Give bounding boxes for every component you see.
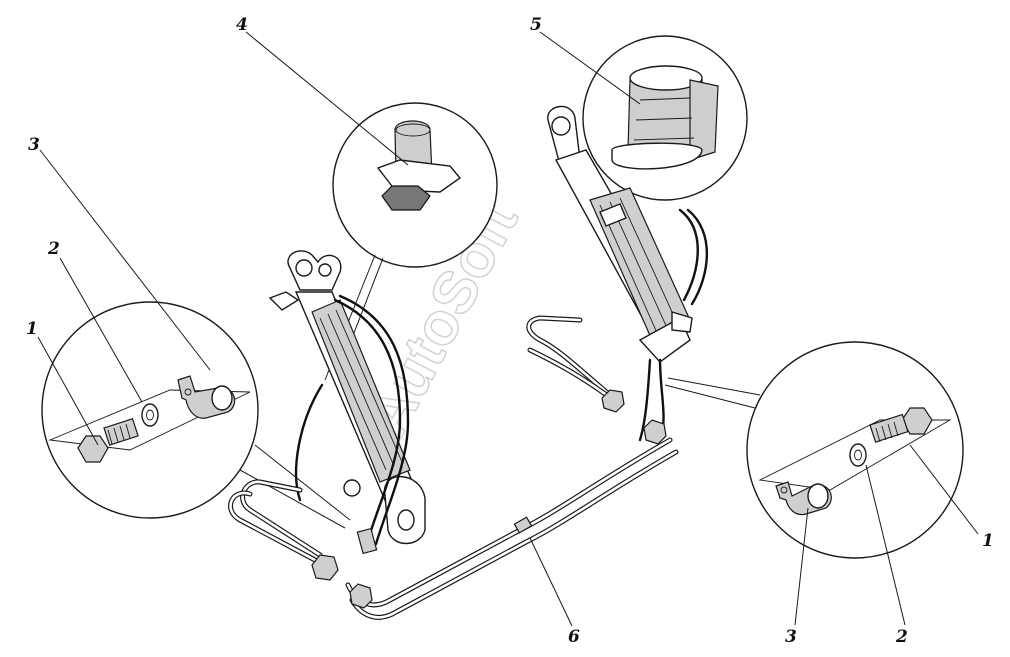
right-hydraulic-cylinder (547, 105, 693, 363)
fitting-inset-4 (332, 102, 498, 268)
left-hydraulic-cylinder (268, 250, 426, 545)
clamp-left (177, 375, 236, 419)
clamp-right (775, 481, 832, 516)
washer-left (141, 403, 159, 427)
hydraulic-lines (228, 208, 708, 620)
right-detail-inset (746, 341, 964, 559)
callout-left-washer: 2 (47, 239, 60, 259)
bolt-left (77, 417, 139, 463)
left-detail-inset (41, 301, 259, 519)
callout-left-clamp: 3 (28, 135, 40, 155)
callout-pipe-6: 6 (568, 627, 580, 647)
callout-right-washer: 2 (895, 627, 908, 647)
callout-left-bolt: 1 (26, 319, 38, 339)
callout-right-bolt: 1 (982, 531, 994, 551)
callout-labels: 1 2 3 4 5 6 3 2 1 (26, 15, 994, 647)
washer-right (849, 443, 867, 467)
cap-inset-5 (582, 35, 748, 201)
callout-leaders (37, 31, 979, 627)
callout-cap-5: 5 (530, 15, 542, 35)
bolt-right (869, 407, 933, 443)
callout-fitting-4: 4 (236, 15, 248, 35)
callout-right-clamp: 3 (785, 627, 797, 647)
